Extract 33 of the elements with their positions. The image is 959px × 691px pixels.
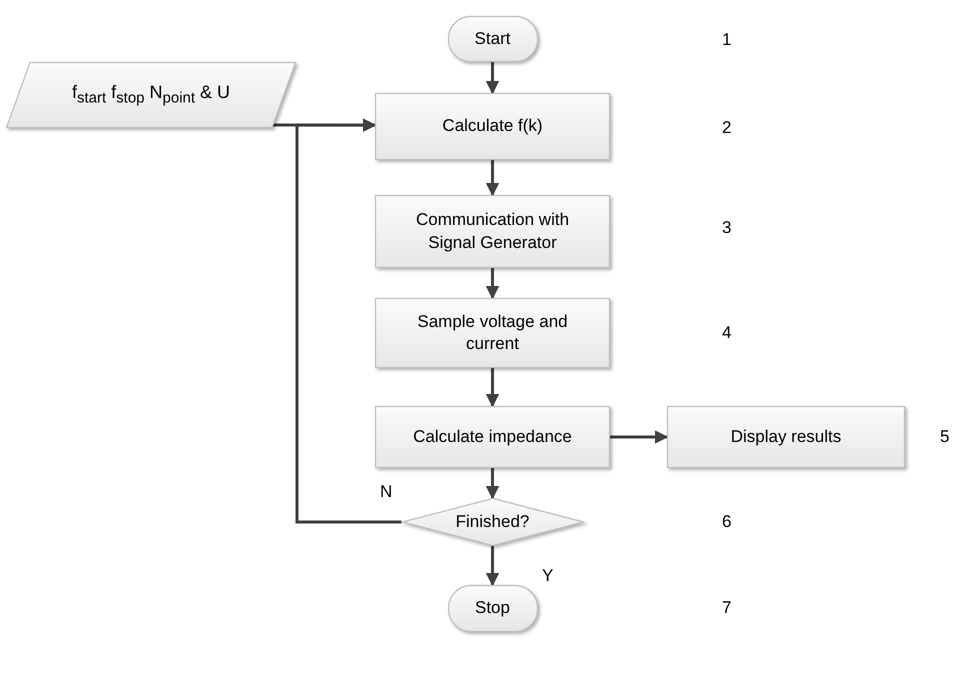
arrow xyxy=(610,430,668,444)
node-label: Stop xyxy=(474,597,511,620)
step-number: 6 xyxy=(722,512,732,532)
process-box xyxy=(375,93,610,160)
arrow xyxy=(486,546,500,586)
arrow xyxy=(486,62,500,94)
step-number: 3 xyxy=(722,218,732,238)
input-parallelogram xyxy=(6,62,296,128)
decision-diamond xyxy=(402,498,584,546)
node-label: Start xyxy=(474,28,512,50)
process-box xyxy=(375,195,610,268)
node-label: Communication with Signal Generator xyxy=(414,209,570,254)
process-box xyxy=(375,298,610,368)
node-label: Display results xyxy=(730,426,842,448)
step-number: 5 xyxy=(940,427,950,447)
node-label: f$_{start}$ f$_{stop}$ N$_{point}$ & U xyxy=(70,81,232,109)
step-number: 4 xyxy=(722,323,732,343)
stop-terminal xyxy=(448,585,538,632)
arrow xyxy=(486,160,500,196)
arrow xyxy=(296,118,402,524)
step-number: 2 xyxy=(722,118,732,138)
arrow xyxy=(486,468,500,500)
node-label: Sample voltage and current xyxy=(416,310,569,355)
step-number: 7 xyxy=(722,598,732,618)
node-label: Finished? xyxy=(454,510,530,533)
arrow xyxy=(486,368,500,408)
node-label: Calculate impedance xyxy=(412,426,573,448)
arrow xyxy=(486,268,500,300)
start-terminal xyxy=(448,16,538,62)
node-label: Calculate f(k) xyxy=(441,115,544,138)
process-box xyxy=(375,406,610,468)
step-number: 1 xyxy=(722,30,732,50)
process-box xyxy=(667,406,905,468)
